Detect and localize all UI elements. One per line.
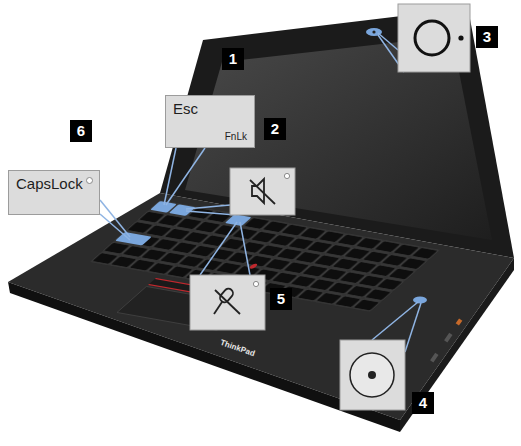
leader-line bbox=[240, 222, 250, 275]
indicator-dot bbox=[86, 177, 93, 184]
keyboard bbox=[47, 200, 440, 350]
mute-inset bbox=[230, 168, 295, 215]
leader-line bbox=[186, 205, 230, 209]
key-inset: EscFnLk bbox=[165, 95, 255, 148]
callout-number: 3 bbox=[476, 26, 498, 48]
mic-slash bbox=[215, 290, 240, 314]
callout-number: 1 bbox=[222, 48, 244, 70]
leader-lines bbox=[100, 33, 421, 352]
key-name: CapsLock bbox=[16, 176, 83, 193]
callout-number: 2 bbox=[264, 118, 286, 140]
key-inset: CapsLock bbox=[8, 170, 100, 215]
port bbox=[430, 353, 438, 363]
leader-line bbox=[166, 148, 205, 205]
port bbox=[456, 318, 463, 325]
mute-key-highlight bbox=[169, 204, 196, 216]
power-indicator bbox=[368, 371, 376, 379]
mic-key-highlight bbox=[225, 214, 252, 226]
leader-line bbox=[164, 148, 176, 205]
power-button-highlight bbox=[413, 297, 427, 304]
indicator-dot bbox=[284, 173, 289, 178]
mute-slash bbox=[250, 180, 275, 204]
key-sublabel: FnLk bbox=[225, 131, 247, 142]
port bbox=[444, 333, 452, 343]
leader-line bbox=[378, 33, 398, 50]
power-inset bbox=[340, 340, 405, 410]
power-button-icon bbox=[350, 353, 394, 397]
leader-line bbox=[200, 222, 237, 275]
camera-indicator bbox=[458, 35, 463, 40]
right-side bbox=[400, 258, 514, 432]
indicator-dot bbox=[253, 281, 258, 286]
callout-number: 5 bbox=[270, 288, 292, 310]
trackpoint bbox=[248, 263, 258, 269]
camera-icon bbox=[415, 21, 449, 55]
mic-stand bbox=[214, 302, 222, 314]
keyboard-deck bbox=[8, 193, 514, 420]
mic-inset bbox=[190, 275, 265, 330]
leader-line bbox=[405, 303, 421, 352]
leader-line bbox=[186, 211, 236, 215]
camera-lens bbox=[372, 30, 375, 33]
camera-inset bbox=[398, 4, 470, 72]
key-name: Esc bbox=[173, 101, 198, 118]
callout-number: 6 bbox=[70, 120, 92, 142]
callout-number: 4 bbox=[412, 392, 434, 414]
capslock-key-highlight bbox=[115, 232, 152, 246]
leader-line bbox=[100, 214, 130, 240]
